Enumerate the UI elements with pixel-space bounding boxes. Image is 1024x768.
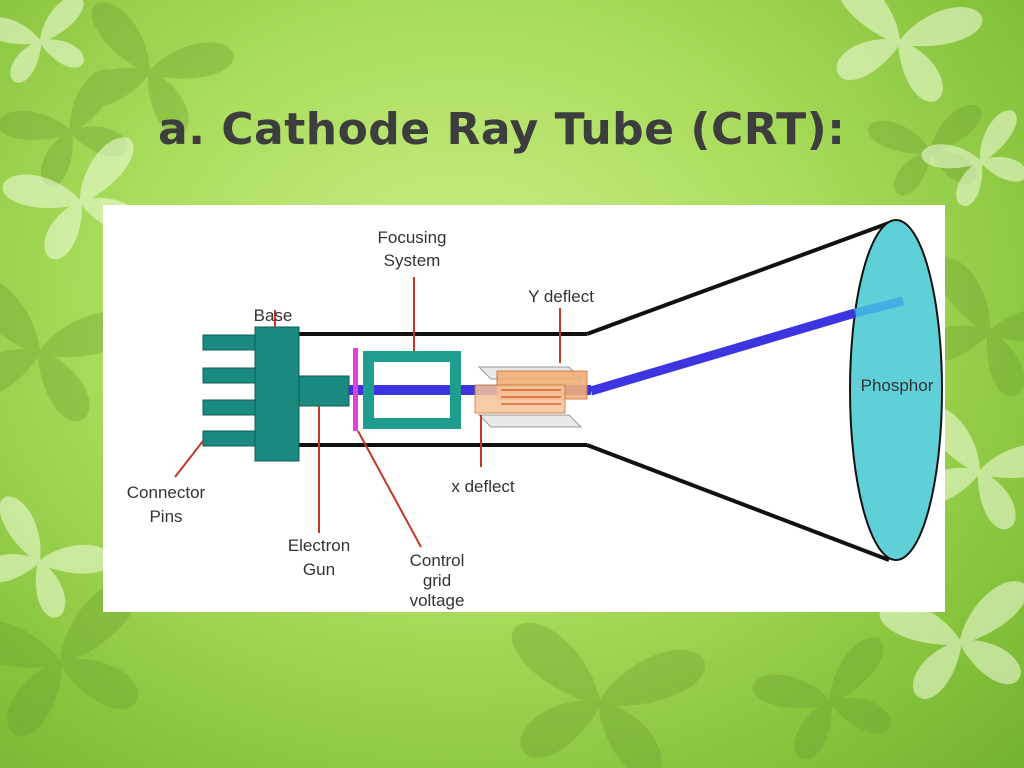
leader-lines [174,277,561,548]
y-deflect-label: Y deflect [528,287,594,306]
focusing-system-label-line1: Focusing [378,228,447,247]
connector-pin [202,399,256,416]
electron-gun [298,375,350,407]
connector-pin [202,430,256,447]
connector-pins [202,334,256,447]
connector-pin [202,367,256,384]
deflection-plates [474,366,588,428]
crt-diagram: Focusing System Y deflect Base Phosphor … [127,219,943,610]
connector-pins-label-line1: Connector [127,483,206,502]
phosphor-label: Phosphor [861,376,934,395]
x-deflect-label: x deflect [451,477,515,496]
electron-gun-label-line2: Gun [303,560,335,579]
tube-funnel-bottom [586,443,890,562]
slide-title: a. Cathode Ray Tube (CRT): [158,104,846,155]
x-deflect-plate-front [474,384,566,414]
y-deflect-plate-bottom [477,414,583,428]
connector-pins-leader [174,440,204,478]
control-grid-label-line1: Control [410,551,465,570]
focusing-coil [363,351,461,429]
tube-funnel-top [586,221,890,336]
electron-beam-on-screen [853,296,905,318]
focusing-system-label-line2: System [384,251,441,270]
control-grid-label-line2: grid [423,571,451,590]
control-grid-label-line3: voltage [410,591,465,610]
electron-gun-label-line1: Electron [288,536,350,555]
connector-pin [202,334,256,351]
electron-beam-deflected [589,308,857,396]
tube-outline [299,221,890,562]
control-grid-leader [357,430,422,548]
tube-base [254,326,300,462]
base-label: Base [254,306,293,325]
control-grid [353,348,358,431]
crt-diagram-panel: Focusing System Y deflect Base Phosphor … [103,205,945,612]
connector-pins-label-line2: Pins [149,507,182,526]
